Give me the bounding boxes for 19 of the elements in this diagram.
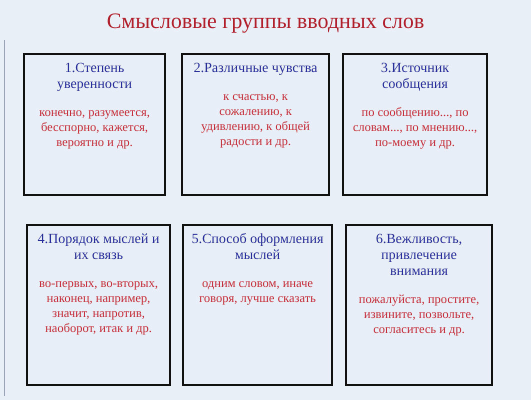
group-heading: 6.Вежливость, привлечение внимания	[374, 232, 464, 280]
example-list: во-первых, во-вторых, наконец, например, значит, напротив, наоборот, итак и др.	[36, 276, 161, 336]
group-card	[181, 53, 330, 196]
group-heading: 2.Различные чувства	[192, 61, 318, 78]
diagram-title: Смысловые группы вводных слов	[106, 8, 426, 34]
group-card	[26, 224, 171, 386]
group-card	[342, 53, 488, 196]
group-card	[345, 224, 493, 386]
example-list: по сообщению..., по словам..., по мнению..., по-моему и др.	[352, 105, 478, 150]
group-card	[182, 224, 333, 386]
group-heading: 5.Способ оформления мыслей	[190, 232, 324, 264]
example-list: к счастью, к сожалению, к удивлению, к общей радости и др.	[191, 89, 320, 150]
group-heading: 1.Степень уверенности	[56, 61, 134, 94]
group-heading: 4.Порядок мыслей и их связь	[36, 232, 160, 264]
group-heading: 3.Источник сообщения	[380, 61, 450, 94]
example-list: конечно, разумеется, бесспорно, кажется, вероятно и др.	[33, 105, 156, 150]
example-list: одним словом, иначе говоря, лучше сказать	[192, 276, 323, 306]
group-card	[23, 53, 166, 196]
example-list: пожалуйста, простите, извините, позвольте, согласитесь и др.	[355, 292, 483, 338]
